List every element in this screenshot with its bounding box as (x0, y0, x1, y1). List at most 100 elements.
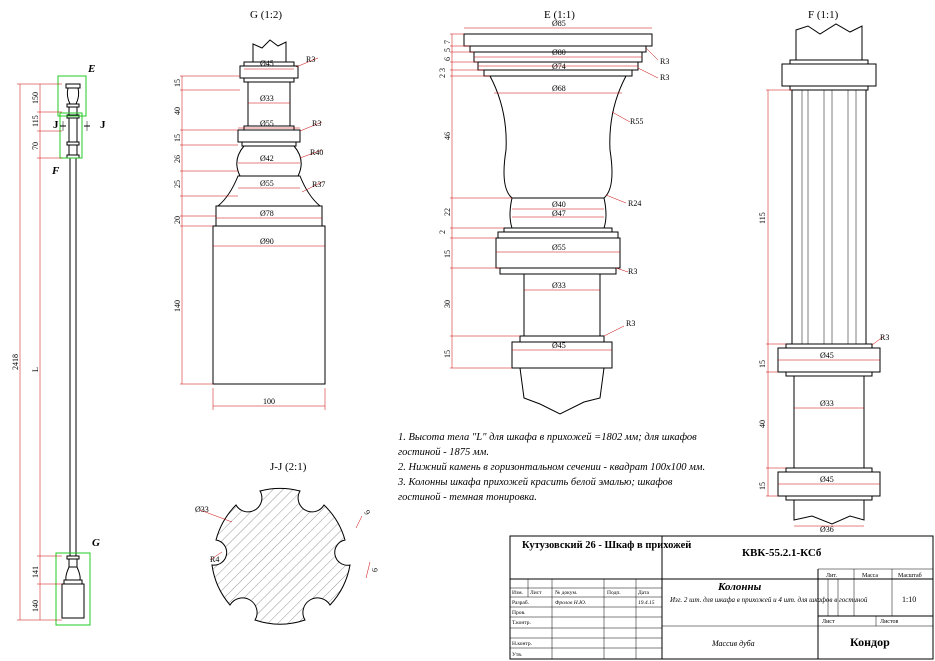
note-line: гостиной - 1875 мм. (398, 447, 489, 458)
f-v40: 40 (758, 420, 767, 428)
e-r24: R24 (628, 199, 641, 208)
jj-d33: Ø33 (195, 505, 209, 514)
tb-razrab-date: 19.4.15 (638, 599, 655, 606)
view-f-title: F (1:1) (808, 9, 839, 21)
f-r3: R3 (880, 333, 889, 342)
tb-company: Кондор (850, 635, 890, 649)
f-v115: 115 (758, 212, 767, 224)
e-d45: Ø45 (552, 341, 566, 350)
g-r40: R40 (310, 148, 323, 157)
tb-scale-label: Масштаб (898, 572, 922, 579)
e-r3b: R3 (660, 73, 669, 82)
e-v30: 30 (443, 300, 452, 308)
e-d40: Ø40 (552, 200, 566, 209)
dim-top3: 70 (31, 142, 40, 150)
jj-v9: 9 (370, 568, 379, 572)
e-r55: R55 (630, 117, 643, 126)
g-d55a: Ø55 (260, 119, 274, 128)
e-d68: Ø68 (552, 84, 566, 93)
g-d90: Ø90 (260, 237, 274, 246)
marker-e: E (87, 63, 95, 75)
view-g-title: G (1:2) (250, 9, 282, 21)
g-r37: R37 (312, 180, 325, 189)
tb-project-line: Кутузовский 26 - Шкаф в прихожей (522, 540, 691, 551)
tb-code: КВК-55.2.1-КСб (742, 547, 822, 559)
e-d80: Ø80 (552, 48, 566, 57)
drawing-notes: 1. Высота тела "L" для шкафа в прихожей … (398, 430, 758, 505)
full-column-view (17, 75, 91, 626)
e-v22: 22 (443, 208, 452, 216)
e-d33: Ø33 (552, 281, 566, 290)
tb-col-date: Дата (638, 590, 650, 596)
e-d85: Ø85 (552, 19, 566, 28)
tb-sheet-label: Лист (822, 619, 835, 625)
marker-f: F (51, 165, 60, 177)
dim-bot2: 140 (31, 600, 40, 612)
g-v15a: 15 (173, 79, 182, 87)
title-block (509, 535, 934, 660)
e-v3: 3 (438, 68, 447, 72)
dim-total: 2418 (11, 354, 20, 370)
e-v5: 5 (443, 48, 452, 52)
e-d55: Ø55 (552, 243, 566, 252)
tb-row-prov: Пров. (512, 610, 526, 616)
tb-col-list: Лист (530, 590, 542, 596)
jj-r4: R4 (210, 555, 219, 564)
e-r3d: R3 (626, 319, 635, 328)
marker-j-right: J (100, 119, 106, 131)
g-d33: Ø33 (260, 94, 274, 103)
marker-j-left: J (53, 119, 59, 131)
e-v46: 46 (443, 132, 452, 140)
g-d55b: Ø55 (260, 179, 274, 188)
tb-material: Массив дуба (711, 639, 755, 648)
dim-bot1: 141 (31, 566, 40, 578)
e-r3c: R3 (628, 267, 637, 276)
tb-row-utv: Утв. (512, 652, 523, 658)
e-v15a: 15 (443, 250, 452, 258)
f-d33: Ø33 (820, 399, 834, 408)
note-line: 2. Нижний камень в горизонтальном сечени… (398, 462, 706, 473)
tb-row-razrab: Разраб. (512, 599, 530, 606)
tb-col-doc: № докум. (555, 590, 578, 596)
g-d45: Ø45 (260, 59, 274, 68)
g-v15b: 15 (173, 134, 182, 142)
tb-part-name: Колонны (717, 581, 762, 593)
e-v7: 7 (443, 40, 452, 44)
tb-col-izm: Изм. (512, 590, 524, 596)
g-w100: 100 (263, 397, 275, 406)
tb-scale-value: 1:10 (902, 595, 916, 604)
tb-part-note: Изг. 2 шт. для шкафа в прихожей и 4 шт. … (669, 596, 868, 604)
dim-top2: 115 (31, 115, 40, 127)
note-line: 1. Высота тела "L" для шкафа в прихожей … (398, 432, 697, 443)
jj-r9: 9 (362, 509, 372, 517)
e-v15b: 15 (443, 350, 452, 358)
note-line: гостиной - темная тонировка. (398, 492, 537, 503)
g-d42: Ø42 (260, 154, 274, 163)
tb-mass-label: Масса (862, 573, 878, 579)
note-line: 3. Колонны шкафа прихожей красить белой … (398, 477, 673, 488)
tb-row-tkontr: Т.контр. (512, 620, 531, 626)
f-d36: Ø36 (820, 525, 834, 534)
tb-razrab-name: Фролов Н.Ю. (555, 600, 586, 606)
tb-lit-label: Лит. (826, 573, 837, 579)
f-v15b: 15 (758, 482, 767, 490)
g-r3b: R3 (312, 119, 321, 128)
tb-col-sign: Подп. (607, 590, 621, 596)
tb-sheets-label: Листов (880, 619, 898, 625)
tb-row-nkontr: Н.контр. (512, 641, 533, 647)
view-jj-title: J-J (2:1) (270, 461, 307, 473)
f-v15a: 15 (758, 360, 767, 368)
g-r3a: R3 (306, 55, 315, 64)
view-f (766, 23, 885, 527)
g-v20: 20 (173, 216, 182, 224)
dim-body: L (31, 367, 40, 372)
e-d74: Ø74 (552, 62, 566, 71)
e-r3a: R3 (660, 57, 669, 66)
section-jj (199, 487, 371, 625)
g-v140: 140 (173, 300, 182, 312)
g-v26: 26 (173, 155, 182, 163)
g-d78: Ø78 (260, 209, 274, 218)
dim-top1: 150 (31, 92, 40, 104)
view-g (180, 39, 326, 410)
